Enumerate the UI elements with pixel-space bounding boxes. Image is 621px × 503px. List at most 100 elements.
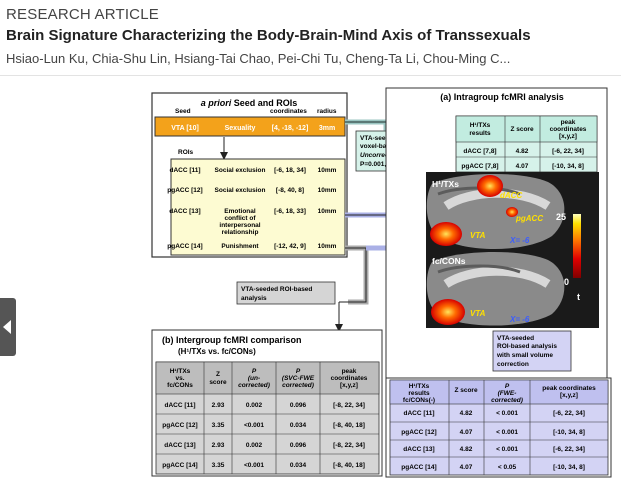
- intragroup-table-header: [455, 115, 598, 143]
- table-cell: pgACC [7,8]: [461, 163, 498, 170]
- previous-figure-button[interactable]: [0, 298, 16, 356]
- svc-note-line: with small volume: [496, 352, 553, 359]
- header-cell: corrected): [282, 382, 314, 389]
- table-cell: [-8, 22, 34]: [333, 442, 365, 449]
- svc-note-line: correction: [497, 361, 529, 368]
- rois-label: ROIs: [178, 149, 194, 156]
- roi-note-line: analysis: [241, 295, 267, 302]
- header-cell: corrected): [238, 382, 270, 389]
- region-label: dACC: [500, 191, 522, 200]
- roi-row: dACC [13] Emotional conflict of interper…: [169, 208, 336, 236]
- roi-radius: 10mm: [318, 167, 337, 174]
- table-cell: 4.07: [460, 464, 473, 471]
- header-cell: H¹/TXs: [170, 368, 191, 375]
- table-cell: 3.35: [212, 422, 225, 429]
- table-cell: <0.001: [244, 422, 264, 429]
- table-cell: 4.82: [460, 446, 473, 453]
- roi-analysis-note: [236, 281, 336, 305]
- intergroup-subtitle: (H¹/TXs vs. fc/CONs): [178, 347, 256, 356]
- svc-headers: H¹/TXs results fc/CONs(-) Z score P (FWE…: [403, 383, 596, 404]
- corpus-callosum-2: [443, 266, 551, 288]
- article-authors[interactable]: Hsiao-Lun Ku, Chia-Shu Lin, Hsiang-Tai C…: [6, 51, 511, 66]
- table-cell: [-6, 22, 34]: [552, 148, 584, 155]
- roi-label-line: conflict of: [224, 215, 256, 222]
- colorbar-max: 25: [556, 212, 566, 222]
- header-cell: P: [505, 383, 510, 390]
- brain-images: H¹/TXs dACC pgACC VTA X= -6 fc/CONs VTA …: [426, 172, 599, 328]
- header-cell: (FWE-: [498, 390, 517, 397]
- header-cell: peak: [342, 368, 357, 375]
- svc-note-line: VTA-seeded: [497, 335, 534, 342]
- seed-label: Sexuality: [225, 125, 256, 132]
- table-cell: 2.93: [212, 442, 225, 449]
- roi-coords: [-8, 40, 8]: [276, 187, 304, 194]
- header-divider: [0, 75, 621, 76]
- region-label: VTA: [470, 231, 486, 240]
- region-label: pgACC: [515, 214, 543, 223]
- roi-region: dACC [13]: [169, 208, 200, 215]
- priori-col-coords: coordinates: [270, 108, 307, 115]
- table-cell: pgACC [12]: [401, 429, 436, 436]
- intragroup-header: coordinates: [550, 126, 587, 133]
- svc-note: [492, 330, 572, 372]
- header-cell: P: [296, 368, 301, 375]
- pgacc-activation: [506, 207, 518, 217]
- rois-to-roi-analysis-line: [339, 247, 367, 303]
- header-cell: [x,y,z]: [560, 392, 578, 399]
- table-cell: [-6, 22, 34]: [553, 410, 585, 417]
- roi-label-line: interpersonal: [219, 222, 260, 229]
- header-cell: peak coordinates: [542, 385, 596, 392]
- intragroup-title: (a) Intragroup fcMRI analysis: [440, 92, 564, 102]
- intergroup-table-header: [155, 361, 380, 395]
- header-cell: vs.: [175, 375, 184, 382]
- table-cell: [-6, 22, 34]: [553, 446, 585, 453]
- roi-label-line: relationship: [222, 229, 259, 236]
- table-cell: [-8, 40, 18]: [333, 462, 365, 469]
- table-cell: < 0.001: [496, 429, 518, 436]
- intragroup-header: peak: [561, 119, 576, 126]
- header-cell: results: [408, 390, 430, 397]
- voxel-note-line: Uncorrected,: [360, 152, 400, 159]
- table-row: pgACC [14] 3.35 <0.001 0.034 [-8, 40, 18…: [162, 462, 365, 469]
- intragroup-header: [x,y,z]: [559, 133, 577, 140]
- colorbar: [573, 214, 581, 278]
- rois-box: [170, 158, 346, 256]
- table-row: pgACC [14] 4.07 < 0.05 [-10, 34, 8]: [401, 464, 585, 471]
- header-cell: fc/CONs(-): [403, 397, 435, 404]
- group-label: fc/CONs: [432, 256, 466, 266]
- voxel-note-line: VTA-seeded: [360, 135, 397, 142]
- table-cell: dACC [7,8]: [463, 148, 496, 155]
- roi-coords: [-6, 18, 33]: [274, 208, 306, 215]
- roi-label-line: Emotional: [224, 208, 256, 215]
- table-row: dACC [13] 2.93 0.002 0.096 [-8, 22, 34]: [164, 442, 365, 449]
- intragroup-header: H¹/TXs: [470, 122, 491, 129]
- seed-region: VTA [10]: [171, 125, 199, 132]
- roi-region: pgACC [12]: [167, 187, 202, 194]
- colorbar-min: 0: [564, 277, 569, 287]
- table-cell: < 0.05: [498, 464, 517, 471]
- table-cell: 4.07: [516, 163, 529, 170]
- article-title[interactable]: Brain Signature Characterizing the Body-…: [6, 27, 531, 44]
- table-cell: 3.35: [212, 462, 225, 469]
- table-cell: 2.93: [212, 402, 225, 409]
- header-cell: P: [252, 368, 257, 375]
- header-cell: corrected): [491, 397, 523, 404]
- colorbar-unit: t: [577, 292, 580, 302]
- seed-row: [154, 116, 346, 137]
- roi-region: pgACC [14]: [167, 243, 202, 250]
- roi-label: Punishment: [221, 243, 259, 250]
- intergroup-title: (b) Intergroup fcMRI comparison: [162, 335, 302, 345]
- header-cell: (un-: [248, 375, 260, 382]
- table-cell: dACC [11]: [403, 410, 434, 417]
- header-cell: Z score: [454, 387, 478, 394]
- chevron-left-icon: [3, 320, 11, 334]
- table-cell: [-8, 40, 18]: [333, 422, 365, 429]
- header-cell: fc/CONs: [167, 382, 193, 389]
- header-cell: H¹/TXs: [409, 383, 430, 390]
- table-cell: <0.001: [244, 462, 264, 469]
- group-label: H¹/TXs: [432, 179, 459, 189]
- roi-radius: 10mm: [318, 208, 337, 215]
- priori-col-seed: Seed: [175, 108, 191, 115]
- table-cell: [-10, 34, 8]: [553, 464, 585, 471]
